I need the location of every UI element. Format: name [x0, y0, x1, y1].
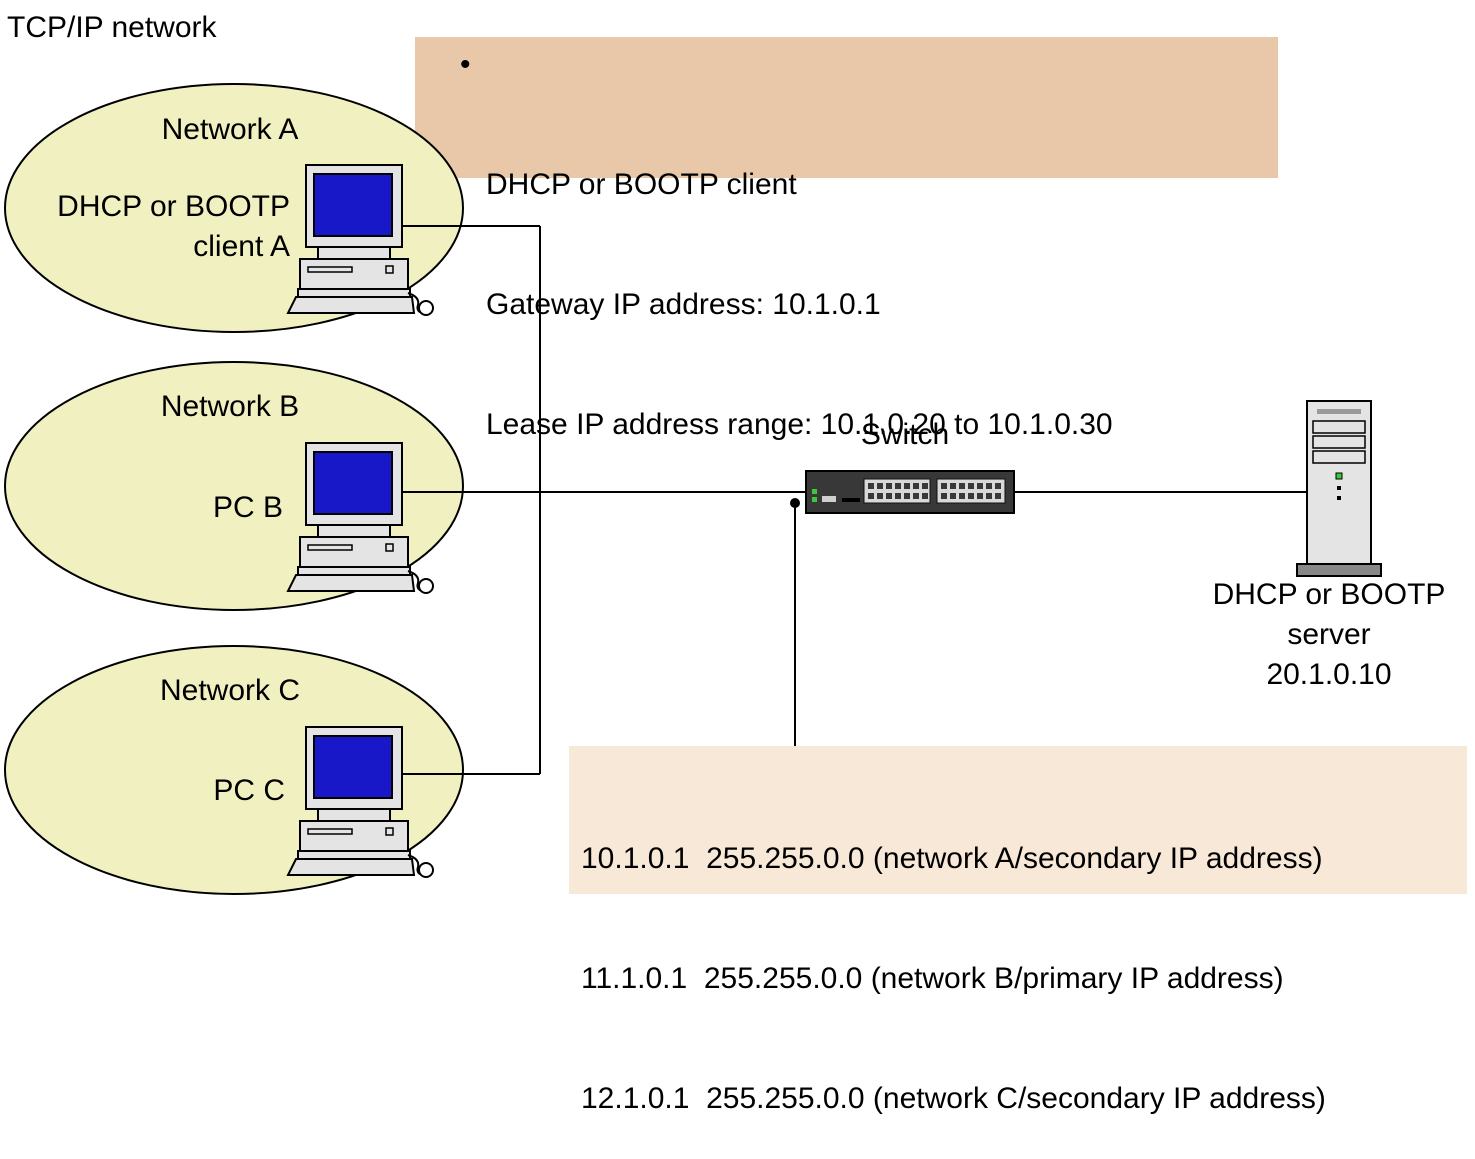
switch-icon	[805, 470, 1015, 514]
server-label-line2: server	[1287, 618, 1371, 651]
client-a-label-line1: DHCP or BOOTP	[57, 190, 290, 223]
switch-ip-text: 10.1.0.1 255.255.0.0 (network A/secondar…	[581, 759, 1326, 1159]
client-info-box	[415, 37, 1278, 178]
client-info-bullet: •	[460, 48, 471, 81]
pc-b-icon	[286, 442, 434, 594]
network-a-label: Network A	[161, 113, 299, 146]
pc-b-label: PC B	[212, 491, 283, 524]
switch-label: Switch	[860, 418, 950, 451]
pc-a-icon	[286, 164, 434, 316]
server-icon	[1296, 400, 1382, 577]
junction-dot	[790, 498, 800, 508]
network-diagram	[4, 37, 1467, 895]
network-b-label: Network B	[160, 390, 300, 423]
server-ip-label: 20.1.0.10	[1266, 658, 1392, 691]
client-info-text: • DHCP or BOOTP client Gateway IP addres…	[460, 45, 1113, 485]
connection-lines	[400, 225, 1306, 775]
switch-ip-line: 10.1.0.1 255.255.0.0 (network A/secondar…	[581, 842, 1323, 875]
client-a-label-line2: client A	[193, 230, 290, 263]
server-label-line1: DHCP or BOOTP	[1212, 578, 1446, 611]
page-title: TCP/IP network	[7, 11, 217, 44]
pc-c-label: PC C	[213, 774, 285, 807]
network-c-label: Network C	[159, 674, 301, 707]
pc-c-icon	[286, 726, 434, 878]
switch-ip-line: 11.1.0.1 255.255.0.0 (network B/primary …	[581, 962, 1284, 995]
client-info-line: Lease IP address range: 10.1.0.20 to 10.…	[486, 408, 1113, 441]
switch-ip-box	[569, 746, 1467, 894]
client-info-line: Gateway IP address: 10.1.0.1	[486, 288, 881, 321]
client-info-line: DHCP or BOOTP client	[486, 168, 797, 201]
switch-ip-line: 12.1.0.1 255.255.0.0 (network C/secondar…	[581, 1082, 1326, 1115]
